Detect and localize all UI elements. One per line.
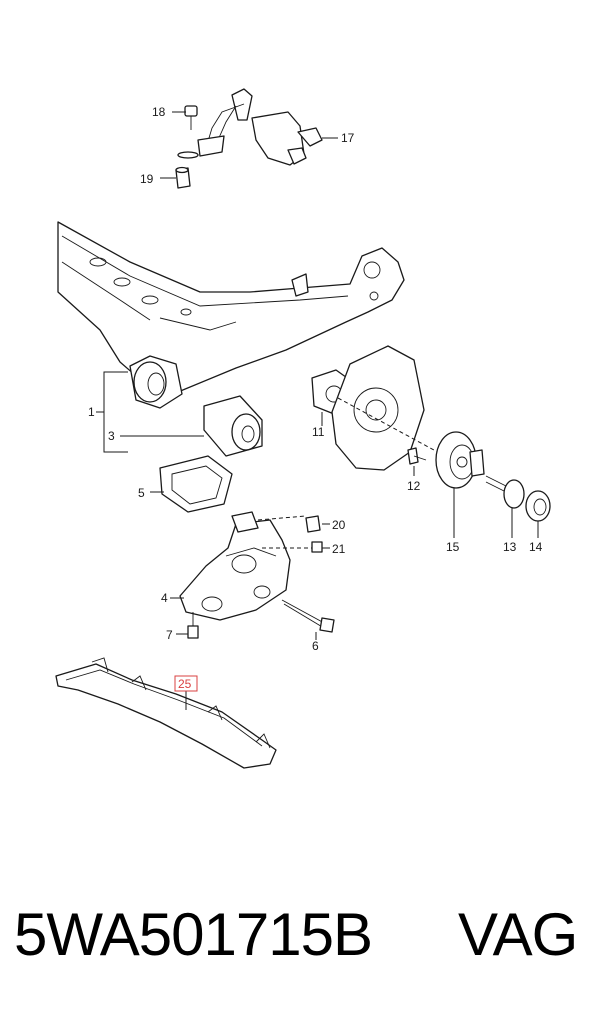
part-number: 5WA501715B [14,901,373,968]
bolt-21 [311,541,323,553]
callout-19: 19 [140,172,154,186]
callout-12: 12 [407,479,421,493]
underbody-cover-25 [55,657,277,769]
axle-nut-13 [485,475,525,509]
callout-21: 21 [332,542,346,556]
callout-labels: 18 17 19 1 3 11 12 5 20 21 15 13 14 4 7 … [88,105,543,692]
callout-11: 11 [312,425,325,439]
dust-cap-14 [525,490,551,522]
callout-1: 1 [88,405,95,419]
bolt-12 [407,447,427,465]
plate-5 [159,455,233,513]
callout-6: 6 [312,639,319,653]
callout-4: 4 [161,591,168,605]
backing-plate [331,345,457,471]
callout-13: 13 [503,540,517,554]
rear-axle-beam [57,221,405,409]
bolt-6 [281,599,335,633]
callout-5: 5 [138,486,145,500]
brand-name: VAG [458,901,578,968]
level-sensor-assembly [177,88,323,166]
callout-7: 7 [166,628,173,642]
screw-18 [184,105,198,130]
callout-3: 3 [108,429,115,443]
callout-25-highlight-box [174,675,198,692]
callout-14: 14 [529,540,543,554]
bushing-3 [203,395,263,457]
bracket-4 [179,511,291,621]
nut-20 [305,515,321,533]
bolt-7 [187,612,199,639]
exploded-parts-diagram: 18 17 19 1 3 11 12 5 20 21 15 13 14 4 7 … [55,88,551,769]
nut-19 [175,166,191,189]
leader-lines [96,111,539,710]
callout-15: 15 [446,540,460,554]
callout-17: 17 [341,131,355,145]
callout-18: 18 [152,105,166,119]
callout-25: 25 [178,677,192,691]
wheel-hub-15 [435,431,485,489]
callout-20: 20 [332,518,346,532]
